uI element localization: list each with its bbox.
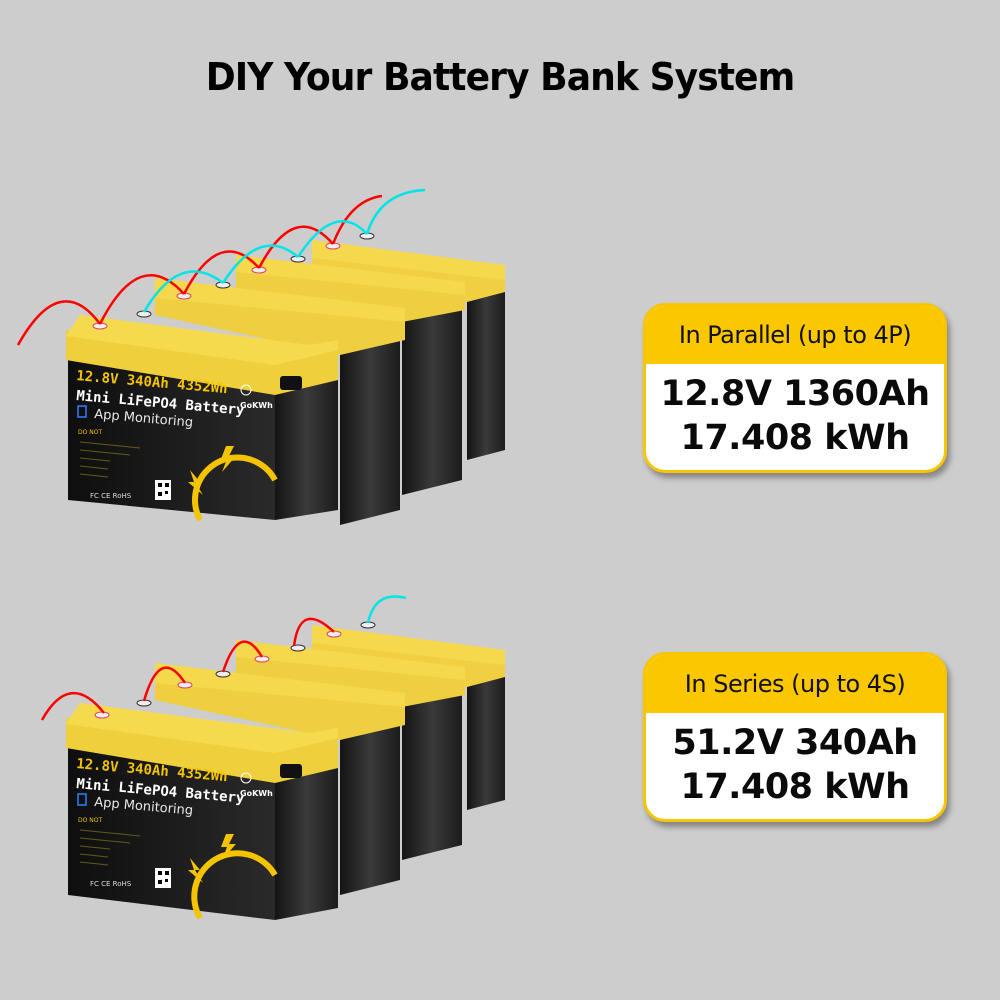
sun-graphic (192, 454, 278, 522)
series-voltage-capacity: 51.2V 340Ah (672, 723, 918, 763)
sun-icon (240, 772, 252, 784)
parallel-voltage-capacity: 12.8V 1360Ah (660, 374, 930, 414)
certification-marks: FC CE RoHS (90, 492, 132, 500)
brand-logo: GoKWh (240, 401, 273, 410)
certification-marks: FC CE RoHS (90, 880, 132, 888)
series-card-heading: In Series (up to 4S) (646, 655, 944, 713)
phone-icon (77, 405, 87, 418)
lightning-icon (221, 446, 236, 472)
phone-icon (77, 793, 87, 806)
battery-3 (236, 255, 465, 495)
lightning-icon (188, 858, 203, 883)
warning-list (79, 441, 141, 478)
battery-1: 12.8V 340Ah 4352Wh Mini LiFePO4 Battery … (66, 315, 338, 522)
series-config-card: In Series (up to 4S) 51.2V 340Ah 17.408 … (643, 652, 947, 822)
battery-2 (155, 278, 405, 525)
page-title: DIY Your Battery Bank System (205, 55, 795, 99)
warning-title: DO NOT (78, 817, 102, 824)
parallel-energy: 17.408 kWh (680, 418, 910, 458)
parallel-config-card: In Parallel (up to 4P) 12.8V 1360Ah 17.4… (643, 303, 947, 473)
warning-title: DO NOT (78, 429, 102, 436)
series-wiring (40, 595, 407, 721)
terminals (92, 232, 375, 330)
brand-logo: GoKWh (240, 789, 273, 798)
sun-graphic (191, 850, 278, 920)
parallel-battery-bank-illustration: 12.8V 340Ah 4352Wh Mini LiFePO4 Battery … (0, 180, 520, 540)
sun-icon (240, 384, 252, 396)
series-battery-bank-illustration: 12.8V 340Ah 4352Wh Mini LiFePO4 Battery … (0, 590, 520, 950)
parallel-card-heading: In Parallel (up to 4P) (646, 306, 944, 364)
series-energy: 17.408 kWh (680, 767, 910, 807)
warning-list (79, 829, 141, 866)
parallel-wiring (16, 188, 426, 346)
lightning-icon (221, 834, 236, 860)
terminals (94, 621, 376, 719)
lightning-icon (188, 470, 203, 495)
battery-1: 12.8V 340Ah 4352Wh Mini LiFePO4 Battery … (66, 703, 338, 920)
